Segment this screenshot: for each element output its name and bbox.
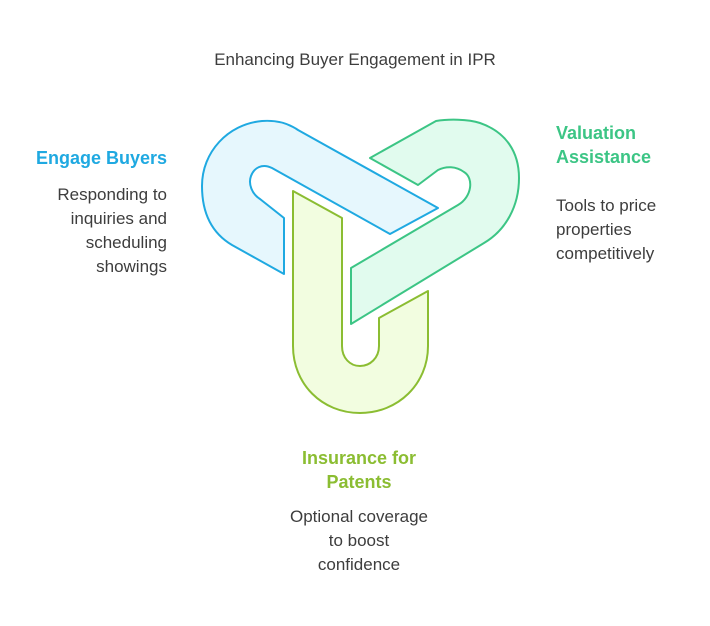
description-line: Responding to bbox=[57, 185, 167, 204]
heading-line: Assistance bbox=[556, 147, 652, 167]
engage-buyers-description: Responding to inquiries and scheduling s… bbox=[17, 183, 167, 279]
heading-line: Valuation bbox=[556, 123, 637, 143]
insurance-for-patents-heading: Insurance for Patents bbox=[259, 446, 459, 494]
description-line: confidence bbox=[317, 555, 401, 574]
description-line: showings bbox=[96, 257, 167, 276]
description-line: to boost bbox=[328, 531, 390, 550]
description-line: scheduling bbox=[85, 233, 167, 252]
description-line: Optional coverage bbox=[290, 507, 428, 526]
description-line: competitively bbox=[556, 244, 655, 263]
diagram-title: Enhancing Buyer Engagement in IPR bbox=[214, 50, 496, 69]
insurance-for-patents-description: Optional coverage to boost confidence bbox=[259, 505, 459, 577]
heading-line: Patents bbox=[326, 472, 392, 492]
valuation-loop-shape bbox=[350, 118, 520, 325]
valuation-assistance-heading: Valuation Assistance bbox=[556, 121, 696, 169]
engage-loop-shape bbox=[201, 119, 439, 275]
description-line: Tools to price bbox=[556, 196, 657, 215]
engage-buyers-heading: Engage Buyers bbox=[35, 148, 167, 168]
valuation-assistance-description: Tools to price properties competitively bbox=[556, 194, 706, 266]
insurance-loop-shape bbox=[292, 190, 429, 414]
description-line: inquiries and bbox=[70, 209, 167, 228]
heading-line: Insurance for bbox=[301, 448, 417, 468]
description-line: properties bbox=[556, 220, 632, 239]
